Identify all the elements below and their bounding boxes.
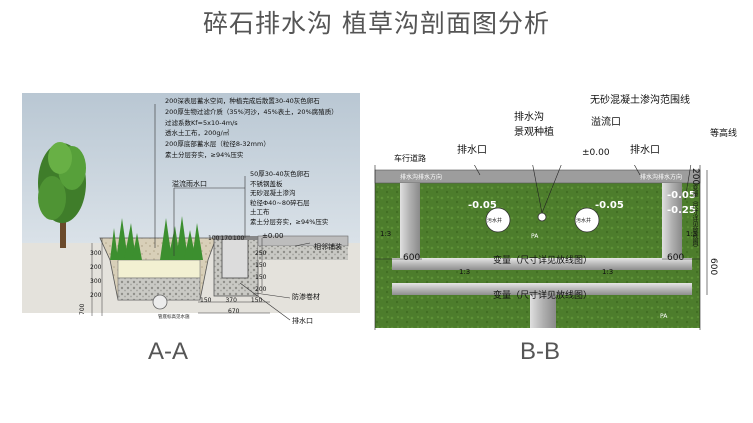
dim-value: 300 xyxy=(90,250,102,257)
dim-value: 150 xyxy=(255,262,267,269)
bb-dimension-lines xyxy=(374,165,708,330)
section-bb-drawing xyxy=(374,165,708,330)
pipe-elevation-label: 管底标高见水施 xyxy=(158,315,190,320)
swale-grass xyxy=(110,216,203,260)
bb-well-left-label: 污水井 xyxy=(487,218,503,224)
dim-value: 100 xyxy=(232,235,245,242)
dim-value: 250 xyxy=(255,250,267,257)
horizontal-pipe-lower xyxy=(392,283,692,295)
dims-left-inner: 300 200 300 200 xyxy=(90,250,101,299)
page-title: 碎石排水沟 植草沟剖面图分析 xyxy=(203,9,550,38)
aa-note: 素土分层夯实，≥94%压实 xyxy=(250,217,329,226)
bb-label-drain-ditch: 排水沟 xyxy=(514,112,544,123)
dim-value: 170 xyxy=(220,235,232,242)
horizontal-pipe-upper xyxy=(392,258,692,270)
dim-value: 150 xyxy=(200,297,212,304)
dim-total: 670 xyxy=(228,308,240,315)
dim-value: 200 xyxy=(255,286,267,293)
bb-leader-lines xyxy=(474,165,692,214)
aa-note: 土工布 xyxy=(250,208,270,217)
caption-bb: B-B xyxy=(520,338,561,365)
aa-note: 200厚生物过滤介质（35%河沙，45%表土，20%腐殖质） xyxy=(165,107,338,116)
bb-flow-dir-2: 排水沟排水方向 xyxy=(640,174,683,181)
aa-note: 200厚底部蓄水层（粒径8-32mm） xyxy=(165,140,270,149)
dim-value: 100 xyxy=(208,235,220,242)
overflow-circle xyxy=(537,212,547,222)
aa-note: 无砂混凝土渗沟 xyxy=(250,189,296,198)
bb-level-r1: -0.05 xyxy=(667,190,696,201)
dims-left: 700 xyxy=(77,255,89,315)
aa-note: 不锈钢盖板 xyxy=(250,179,283,188)
bb-label-outlet-right: 排水口 xyxy=(630,145,660,156)
drain-outlet-label: 排水口 xyxy=(292,317,313,325)
dim-value: 200 xyxy=(90,292,102,299)
leader-lines xyxy=(154,104,311,321)
dim-value: 200 xyxy=(90,264,102,271)
vertical-pipe-right xyxy=(662,183,682,258)
bb-dim-600-left: 600 xyxy=(403,253,421,263)
dims-right: 250 150 150 200 xyxy=(255,250,266,293)
bb-variable-1: 变量（尺寸详见放线图） xyxy=(493,256,593,266)
bb-level-l2: -0.05 xyxy=(595,200,624,211)
bb-slope-2: 1:3 xyxy=(686,230,698,238)
aa-note: 50厚30-40灰色卵石 xyxy=(250,170,310,178)
aa-note: 透水土工布，200g/㎡ xyxy=(165,129,230,138)
caption-aa: A-A xyxy=(148,338,189,365)
aa-note: 200深表层蓄水空间，种植完成后散置30-40灰色卵石 xyxy=(165,97,320,105)
bb-label-contour: 等高线 xyxy=(710,129,738,139)
aa-note: 粒径Φ40~80碎石层 xyxy=(250,198,310,207)
bb-slope-4: 1:3 xyxy=(602,268,614,276)
adjacent-paving-label: 相邻铺装 xyxy=(314,243,342,251)
bb-level-zero: ±0.00 xyxy=(582,148,610,158)
tree-illustration xyxy=(38,142,86,248)
dims-top: 100 170 100 xyxy=(208,235,244,242)
level-label: ±0.00 xyxy=(262,232,284,240)
bb-level-r2: -0.25 xyxy=(667,205,696,216)
drain-channel xyxy=(213,236,259,297)
bb-label-concrete-range: 无砂混凝土渗沟范围线 xyxy=(590,95,690,106)
bb-label-road: 车行道路 xyxy=(394,154,426,163)
bb-slope-3: 1:3 xyxy=(459,268,471,276)
bb-dim-200: 200 xyxy=(690,168,700,186)
bottom-outlet-pipe xyxy=(530,295,556,328)
well-left xyxy=(485,207,511,233)
bb-pa-2: PA xyxy=(660,313,668,320)
bb-slope-1: 1:3 xyxy=(380,230,392,238)
overflow-label: 溢流雨水口 xyxy=(172,180,207,188)
bb-pa-1: PA xyxy=(531,233,539,240)
dims-bottom: 150 370 150 xyxy=(200,297,262,304)
bb-variable-right: 变量（尺寸详见放线图） xyxy=(691,185,698,251)
well-right xyxy=(574,207,600,233)
dim-value: 300 xyxy=(90,278,102,285)
aa-note: 素土分层夯实，≥94%压实 xyxy=(165,150,244,159)
bb-dim-600-vertical: 600 xyxy=(708,258,718,276)
dim-value: 700 xyxy=(79,303,86,315)
bb-well-right-label: 污水井 xyxy=(576,218,592,224)
bb-label-landscape: 景观种植 xyxy=(514,127,554,138)
section-aa-notes-mid: 50厚30-40灰色卵石 不锈钢盖板 无砂混凝土渗沟 粒径Φ40~80碎石层 土… xyxy=(250,170,328,228)
aa-note: 过滤系数Kf=5x10-4m/s xyxy=(165,118,238,127)
bb-label-overflow: 溢流口 xyxy=(591,117,621,128)
dim-value: 370 xyxy=(225,297,237,304)
bb-level-l1: -0.05 xyxy=(468,200,497,211)
membrane-label: 防渗卷材 xyxy=(292,293,320,301)
dim-value: 150 xyxy=(250,297,263,304)
vertical-pipe-left xyxy=(400,183,420,258)
section-aa-drawing xyxy=(22,93,360,321)
dimension-lines xyxy=(91,235,270,316)
bb-flow-dir-1: 排水沟排水方向 xyxy=(400,174,443,181)
dim-value: 150 xyxy=(255,274,267,281)
bb-label-outlet-left: 排水口 xyxy=(457,145,487,156)
bb-dim-600-right: 600 xyxy=(667,253,685,263)
section-aa-notes-top: 200深表层蓄水空间，种植完成后散置30-40灰色卵石 200厚生物过滤介质（3… xyxy=(165,96,338,161)
bb-variable-2: 变量（尺寸详见放线图） xyxy=(493,291,593,301)
